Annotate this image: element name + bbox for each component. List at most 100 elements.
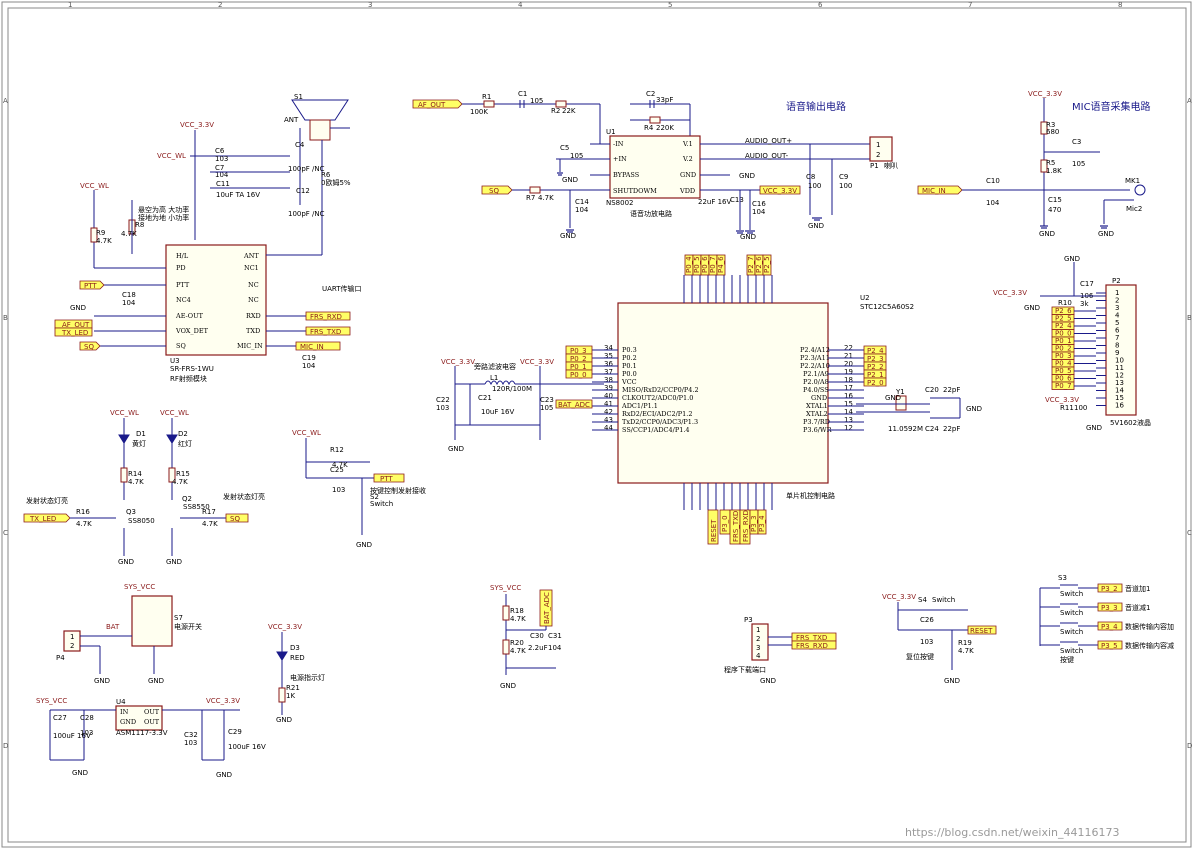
svg-text:PD: PD (176, 264, 186, 272)
svg-text:R1: R1 (482, 93, 491, 101)
svg-text:FRS_RXD: FRS_RXD (742, 510, 750, 542)
svg-text:D2: D2 (178, 430, 188, 438)
svg-text:VCC_3.3V: VCC_3.3V (1045, 396, 1079, 404)
svg-text:GND: GND (118, 558, 134, 566)
lcd-pin-number: 13 (1115, 379, 1124, 387)
svg-text:MIC_IN: MIC_IN (237, 342, 263, 350)
svg-text:P2_5: P2_5 (763, 256, 771, 273)
svg-text:R11: R11 (1060, 404, 1074, 412)
svg-text:D: D (1187, 742, 1192, 750)
svg-text:1: 1 (876, 141, 880, 149)
svg-text:4: 4 (756, 652, 761, 660)
lcd-net-label: P2_6 (1055, 307, 1072, 315)
audio-amp-title: 语音功放电路 (630, 209, 672, 218)
svg-text:R3: R3 (1046, 121, 1055, 129)
svg-text:TxD2/CCP0/ADC3/P1.3: TxD2/CCP0/ADC3/P1.3 (622, 418, 698, 426)
svg-text:C31: C31 (548, 632, 562, 640)
svg-text:R2: R2 (551, 107, 560, 115)
svg-text:100: 100 (1074, 404, 1087, 412)
lcd-net-label: P0_5 (1055, 367, 1072, 375)
svg-text:2.2uF: 2.2uF (528, 644, 548, 652)
svg-text:GND: GND (760, 677, 776, 685)
svg-text:悬空为高 大功率: 悬空为高 大功率 (138, 205, 189, 214)
svg-text:4.7K: 4.7K (332, 461, 348, 469)
svg-text:VOX_DET: VOX_DET (175, 327, 209, 335)
svg-text:104: 104 (575, 206, 589, 214)
svg-text:P1: P1 (870, 162, 879, 170)
svg-text:GND: GND (1024, 304, 1040, 312)
lcd-net-label: P0_6 (1055, 375, 1072, 383)
svg-text:4.7K: 4.7K (76, 520, 92, 528)
svg-text:AE-OUT: AE-OUT (175, 312, 204, 320)
svg-text:Switch: Switch (370, 500, 393, 508)
svg-text:NC: NC (248, 281, 259, 289)
svg-text:SYS_VCC: SYS_VCC (124, 583, 155, 591)
svg-text:SHUTDOWM: SHUTDOWM (613, 187, 657, 195)
key-function-label: 音道加1 (1125, 584, 1150, 593)
svg-text:GND: GND (70, 304, 86, 312)
svg-text:C26: C26 (920, 616, 934, 624)
key-switch-label: Switch (1060, 628, 1083, 636)
key-net-label: P3_3 (1101, 604, 1118, 612)
svg-text:22pF: 22pF (943, 386, 960, 394)
svg-text:C7: C7 (215, 164, 224, 172)
bat-adc-section: SYS_VCC R18 4.7K R20 4.7K BAT_ADC C30 2.… (490, 584, 562, 690)
keys-title: 按键 (1060, 655, 1074, 664)
svg-text:C23: C23 (540, 396, 554, 404)
svg-text:VCC_3.3V: VCC_3.3V (763, 187, 797, 195)
svg-text:GND: GND (148, 677, 164, 685)
lcd-net-label: P0_7 (1055, 382, 1072, 390)
svg-text:GND: GND (966, 405, 982, 413)
svg-text:P3_0: P3_0 (721, 515, 729, 532)
svg-text:4.7K: 4.7K (172, 478, 188, 486)
svg-text:U4: U4 (116, 698, 126, 706)
svg-text:SS8050: SS8050 (128, 517, 155, 525)
svg-text:19: 19 (844, 368, 853, 376)
lcd-pin-number: 12 (1115, 372, 1124, 380)
svg-text:104: 104 (986, 199, 1000, 207)
svg-text:C20: C20 (925, 386, 939, 394)
svg-text:P2.1/A9: P2.1/A9 (803, 370, 829, 378)
svg-text:RESET: RESET (970, 627, 993, 635)
svg-text:34: 34 (604, 344, 613, 352)
uart-title: UART传输口 (322, 284, 362, 293)
mcu-title: 单片机控制电路 (786, 491, 835, 500)
lcd-pin-number: 9 (1115, 349, 1119, 357)
svg-text:S2: S2 (370, 493, 379, 501)
svg-text:P2: P2 (1112, 277, 1121, 285)
svg-text:C27: C27 (53, 714, 67, 722)
svg-text:105: 105 (530, 97, 543, 105)
svg-text:D: D (3, 742, 8, 750)
svg-text:C2: C2 (646, 90, 655, 98)
svg-text:P2_3: P2_3 (867, 355, 884, 363)
lcd-pin-number: 10 (1115, 357, 1124, 365)
svg-text:GND: GND (1098, 230, 1114, 238)
y1-crystal (895, 395, 907, 411)
svg-text:11.0592M: 11.0592M (888, 425, 923, 433)
lcd-net-label: P0_4 (1055, 360, 1072, 368)
svg-text:103: 103 (920, 638, 933, 646)
svg-text:SQ: SQ (230, 515, 240, 523)
svg-text:VCC_3.3V: VCC_3.3V (993, 289, 1027, 297)
svg-text:S3: S3 (1058, 574, 1067, 582)
svg-text:TXD: TXD (246, 327, 260, 335)
svg-text:2: 2 (218, 1, 222, 9)
svg-text:P3.6/WR: P3.6/WR (803, 426, 833, 434)
svg-text:R21: R21 (286, 684, 300, 692)
p1-speaker-connector (869, 136, 893, 162)
p4-battery-connector (63, 630, 81, 652)
svg-text:4.7K: 4.7K (96, 237, 112, 245)
svg-text:R20: R20 (510, 639, 524, 647)
svg-text:RXD: RXD (246, 312, 261, 320)
lcd-pin-number: 2 (1115, 297, 1119, 305)
svg-text:14: 14 (844, 408, 853, 416)
svg-text:P0_4: P0_4 (685, 256, 693, 273)
svg-text:R16: R16 (76, 508, 90, 516)
svg-text:1: 1 (68, 1, 72, 9)
svg-text:103: 103 (184, 739, 197, 747)
u2-right-pins: P2.4/A12 P2.3/A11 P2.2/A10 P2.1/A9 P2.0/… (800, 344, 853, 434)
svg-text:Q2: Q2 (182, 495, 192, 503)
svg-text:105: 105 (1072, 160, 1085, 168)
